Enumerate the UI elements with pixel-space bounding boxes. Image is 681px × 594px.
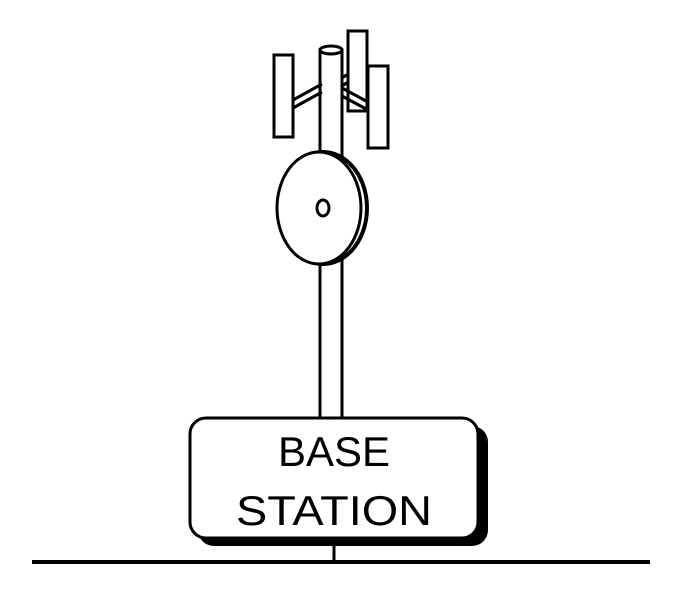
dish-feed: [315, 198, 331, 218]
antenna-panel-right: [366, 64, 390, 150]
antenna-panel-left: [272, 53, 295, 139]
tower-mast-top: [318, 44, 344, 56]
antenna-arm-right: [341, 86, 369, 112]
antenna-arm-left: [292, 82, 323, 110]
box-body: [188, 416, 480, 540]
box-label-line2: Station: [236, 487, 432, 534]
base-station-box: Base Station: [188, 416, 488, 546]
box-label-line1: Base: [278, 428, 390, 475]
microwave-dish-icon: [275, 150, 369, 266]
antenna-arm-center: [341, 72, 349, 88]
